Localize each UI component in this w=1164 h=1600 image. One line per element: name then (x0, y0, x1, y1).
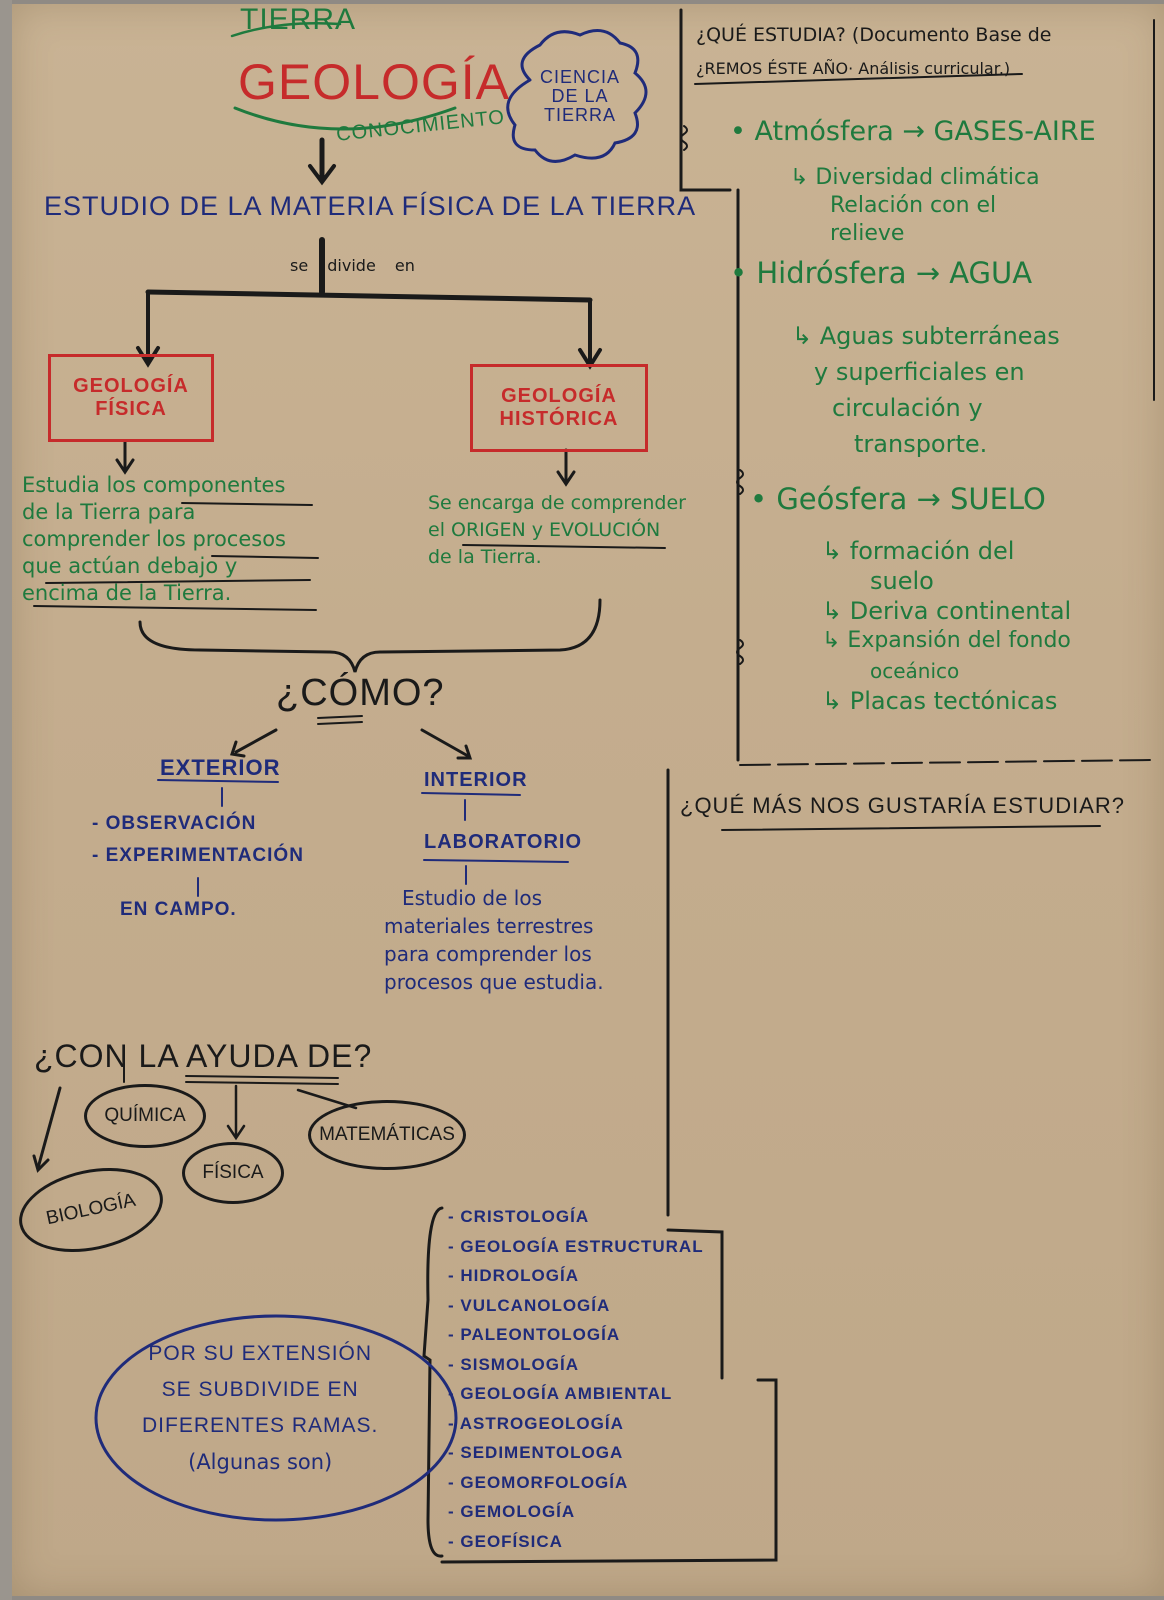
detail-line: Relación con el (830, 193, 997, 218)
more-question: ¿QUÉ MÁS NOS GUSTARÍA ESTUDIAR? (680, 793, 1125, 818)
subdivision-text: POR SU EXTENSIÓN SE SUBDIVIDE EN DIFEREN… (142, 1336, 378, 1480)
text-line: materiales terrestres (384, 914, 594, 938)
como-question: ¿CÓMO? (276, 672, 445, 714)
detail-line: suelo (870, 567, 934, 595)
definition: ESTUDIO DE LA MATERIA FÍSICA DE LA TIERR… (44, 191, 697, 221)
branch-item: - GEMOLOGÍA (448, 1502, 576, 1521)
interior-label: INTERIOR (424, 769, 528, 791)
text-line: Estudia los componentes (22, 473, 286, 497)
branch-item: - ASTROGEOLOGÍA (448, 1413, 624, 1433)
detail-line: ↳ Placas tectónicas (822, 687, 1058, 715)
detail-line: y superficiales en (814, 358, 1025, 386)
geologia-fisica-box: GEOLOGÍA FÍSICA (48, 354, 214, 442)
right-panel-border-top (679, 8, 732, 192)
brace (138, 598, 602, 673)
text-line: que actúan debajo y (22, 554, 238, 578)
detail-line: ↳ formación del (822, 537, 1015, 565)
box-line-1: GEOLOGÍA (73, 375, 189, 397)
oval-label: FÍSICA (202, 1162, 264, 1183)
branch-item: - GEOMORFOLOGÍA (448, 1472, 629, 1492)
help-question: ¿CON LA AYUDA DE? (34, 1038, 373, 1074)
header-line: ¿REMOS ÉSTE AÑO· Análisis curricular.) (696, 59, 1011, 78)
oval-label: MATEMÁTICAS (319, 1124, 455, 1145)
branch-item: - SEDIMENTOLOGA (448, 1443, 624, 1462)
matematicas-oval: MATEMÁTICAS (308, 1100, 466, 1170)
geosfera-details: ↳ formación del suelo ↳ Deriva continent… (822, 536, 1071, 716)
text-line: de la Tierra. (428, 546, 542, 568)
detail-line: oceánico (870, 659, 960, 683)
text-line: el ORIGEN y EVOLUCIÓN (428, 519, 661, 541)
branch-item: - GEOLOGÍA ESTRUCTURAL (448, 1236, 704, 1256)
what-studies-header: ¿QUÉ ESTUDIA? (Documento Base de ¿REMOS … (696, 18, 1052, 86)
text-line: de la Tierra para (22, 500, 196, 524)
exterior-item: - OBSERVACIÓN (92, 813, 257, 834)
atmosfera-title: • Atmósfera → GASES-AIRE (730, 116, 1096, 147)
branch-item: - VULCANOLOGÍA (448, 1295, 611, 1315)
detail-line: ↳ Aguas subterráneas (792, 322, 1060, 350)
cloud-outline (506, 29, 648, 163)
exterior-items: - OBSERVACIÓN - EXPERIMENTACIÓN (92, 808, 304, 872)
subdivision-oval (94, 1314, 458, 1522)
title-top-word: TIERRA (240, 3, 357, 36)
geologia-historica-box: GEOLOGÍA HISTÓRICA (470, 364, 648, 452)
branches-list: - CRISTOLOGÍA - GEOLOGÍA ESTRUCTURAL - H… (448, 1202, 704, 1556)
fisica-oval: FÍSICA (182, 1142, 284, 1204)
detail-line: transporte. (854, 430, 988, 458)
text-line: encima de la Tierra. (22, 581, 232, 605)
interior-description: Estudio de los materiales terrestres par… (384, 884, 604, 996)
divide-label: se divide en (290, 256, 415, 275)
branch-item: - GEOLOGÍA AMBIENTAL (448, 1384, 673, 1403)
cloud-line-3: TIERRA (544, 104, 617, 125)
branch-item: - SISMOLOGÍA (448, 1354, 579, 1374)
background-strip (0, 0, 12, 1600)
text-line: DIFERENTES RAMAS. (142, 1414, 379, 1437)
header-line: ¿QUÉ ESTUDIA? (Documento Base de (696, 24, 1052, 46)
oval-label: QUÍMICA (104, 1105, 186, 1126)
laboratorio-label: LABORATORIO (424, 831, 583, 853)
main-title: GEOLOGÍA (238, 54, 510, 110)
branch-item: - CRISTOLOGÍA (448, 1207, 590, 1226)
hidrosfera-details: ↳ Aguas subterráneas y superficiales en … (792, 318, 1060, 462)
detail-line: circulación y (832, 394, 983, 422)
exterior-label: EXTERIOR (160, 755, 281, 780)
geosfera-title: • Geósfera → SUELO (750, 482, 1046, 516)
cloud-label: CIENCIA DE LA TIERRA (540, 68, 620, 125)
exterior-result: EN CAMPO. (120, 899, 237, 920)
text-line: procesos que estudia. (384, 970, 604, 994)
text-line: para comprender los (384, 942, 592, 966)
box-line-1: GEOLOGÍA (501, 385, 617, 407)
text-line: Se encarga de comprender (428, 492, 686, 514)
physical-description: Estudia los componentes de la Tierra par… (22, 472, 286, 607)
detail-line: relieve (830, 221, 905, 246)
text-line: (Algunas son) (188, 1450, 333, 1474)
cloud-line-1: CIENCIA (540, 67, 621, 87)
atmosfera-details: ↳ Diversidad climática Relación con el r… (790, 164, 1040, 248)
branch-item: - GEOFÍSICA (448, 1531, 563, 1551)
text-line: Estudio de los (402, 886, 542, 910)
box-line-2: HISTÓRICA (499, 408, 619, 430)
branch-item: - PALEONTOLOGÍA (448, 1325, 621, 1344)
detail-line: ↳ Deriva continental (822, 597, 1072, 625)
text-line: comprender los procesos (22, 527, 286, 551)
exterior-item: - EXPERIMENTACIÓN (92, 845, 304, 866)
cloud-line-2: DE LA (551, 85, 609, 106)
branch-item: - HIDROLOGÍA (448, 1266, 579, 1285)
kraft-paper-sheet (12, 4, 1164, 1596)
oval-label: BIOLOGÍA (44, 1189, 138, 1230)
box-line-2: FÍSICA (95, 398, 167, 420)
text-line: POR SU EXTENSIÓN (148, 1342, 373, 1365)
detail-line: ↳ Expansión del fondo (822, 628, 1071, 653)
text-line: SE SUBDIVIDE EN (161, 1378, 359, 1401)
historical-description: Se encarga de comprender el ORIGEN y EVO… (428, 490, 686, 571)
detail-line: ↳ Diversidad climática (790, 165, 1040, 190)
hidrosfera-title: • Hidrósfera → AGUA (730, 256, 1033, 290)
quimica-oval: QUÍMICA (84, 1084, 206, 1148)
